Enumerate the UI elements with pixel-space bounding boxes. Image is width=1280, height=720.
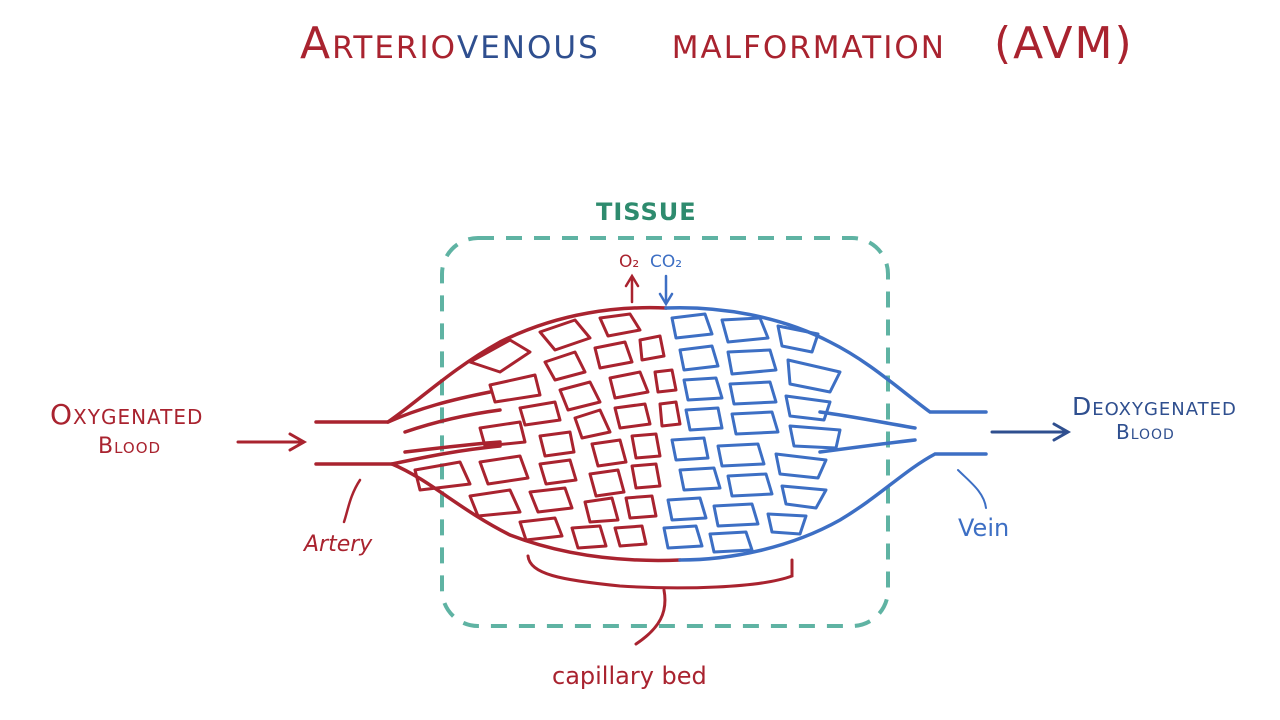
oxygenated-flow-arrow [236,432,308,452]
oxygenated-label-line1: Oxygenated [50,398,204,431]
title-avm: (AVM) [993,18,1134,69]
title-malformation: malformation [671,18,946,69]
vein-label: Vein [958,514,1010,542]
vein-vessel [664,306,988,562]
tissue-boundary [440,236,890,628]
artery-leader-line [342,478,362,524]
title-venous: venous [457,18,600,69]
o2-arrow [624,273,640,304]
vein-leader-line [957,469,987,509]
venous-capillary-cells [662,312,842,554]
co2-arrow [658,274,674,307]
co2-label: CO₂ [650,252,683,272]
arterial-capillary-cells [413,312,682,550]
o2-label: O₂ [619,252,640,272]
artery-vessel [314,305,682,563]
gas-exchange-arrows [624,273,674,307]
deoxygenated-flow-arrow [990,422,1072,442]
oxygenated-label-line2: Blood [98,434,162,459]
artery-label: Artery [304,532,373,557]
deoxygenated-label-line2: Blood [1116,420,1175,444]
page-title: Arteriovenous malformation (AVM) [300,18,1132,88]
deoxygenated-label-line1: Deoxygenated [1072,392,1237,421]
title-arterio: Arterio [300,18,457,69]
capillary-bed-bracket [526,554,794,646]
capillary-bed-label: capillary bed [552,662,707,690]
tissue-label: TISSUE [596,198,697,226]
